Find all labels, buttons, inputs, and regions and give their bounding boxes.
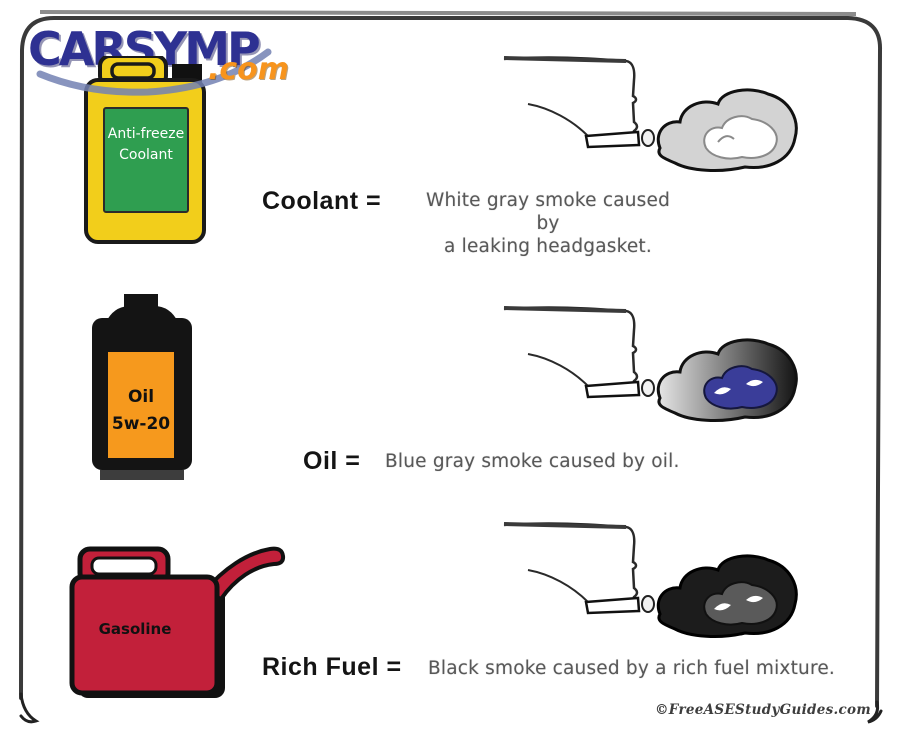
gas-can-label: Gasoline [99, 620, 172, 638]
exhaust-pipe [584, 380, 641, 399]
exhaust-puff [641, 129, 655, 147]
footer-credit: ©FreeASEStudyGuides.com [655, 702, 871, 718]
smoke-cloud-inner [703, 365, 778, 410]
car-rear-outline [503, 56, 639, 138]
exhaust-black-smoke-illustration [503, 522, 798, 638]
rich-fuel-heading: Rich Fuel = [262, 653, 402, 681]
gasoline-can: Gasoline [69, 546, 286, 698]
oil-label-line-2: 5w-20 [112, 414, 170, 434]
smoke-highlight-1 [714, 387, 731, 395]
jug-label [103, 107, 189, 213]
exhaust-pipe [584, 596, 641, 615]
oil-heading: Oil = [303, 447, 361, 475]
car-trunk-line [503, 56, 627, 63]
jug-label-line-2: Coolant [119, 147, 173, 163]
car-trunk-line [503, 522, 627, 529]
frame-outline [19, 16, 883, 708]
oil-bottle-base [100, 470, 184, 480]
exhaust-pipe [584, 130, 641, 149]
smoke-highlight-2 [746, 595, 763, 603]
smoke-cloud-inner [703, 581, 778, 626]
gas-can-handle-hole [90, 556, 158, 576]
car-rear-outline [503, 306, 639, 388]
oil-description: Blue gray smoke caused by oil. [385, 451, 680, 472]
rich-fuel-description: Black smoke caused by a rich fuel mixtur… [428, 658, 836, 679]
exhaust-puff [641, 379, 655, 397]
gas-can-body [69, 574, 220, 696]
exhaust-white-smoke-illustration [503, 56, 798, 172]
oil-label-line-1: Oil [128, 387, 154, 407]
frame-bottom-left-curl [19, 692, 40, 724]
car-wheel-arch [527, 353, 589, 387]
gas-can-spout [203, 546, 286, 601]
exhaust-blue-smoke-illustration [503, 306, 798, 422]
coolant-description: White gray smoke caused by a leaking hea… [418, 189, 678, 258]
oil-bottle-label [108, 352, 174, 458]
jug-label-line-1: Anti-freeze [108, 126, 184, 142]
logo-tld-text: .com [208, 52, 290, 87]
coolant-heading: Coolant = [262, 187, 382, 215]
smoke-cloud-inner [703, 115, 778, 160]
smoke-highlight-2 [746, 379, 763, 387]
exhaust-puff [641, 595, 655, 613]
jug-cap [172, 64, 202, 82]
car-rear-outline [503, 522, 639, 604]
coolant-description-line-1: White gray smoke caused by [425, 190, 671, 234]
frame-bottom-right-curl [867, 700, 883, 724]
logo-swoosh [36, 48, 272, 96]
smoke-highlight-1 [714, 603, 731, 611]
car-wheel-arch [527, 569, 589, 603]
frame-top-shadow [39, 10, 857, 16]
coolant-jug: Anti-freeze Coolant [84, 56, 206, 244]
oil-bottle: Oil 5w-20 [92, 294, 192, 480]
coolant-description-line-2: a leaking headgasket. [444, 236, 652, 257]
car-trunk-line [503, 306, 627, 313]
car-wheel-arch [527, 103, 589, 137]
logo-swoosh-arc [36, 48, 272, 96]
smoke-detail-arc [717, 135, 735, 143]
